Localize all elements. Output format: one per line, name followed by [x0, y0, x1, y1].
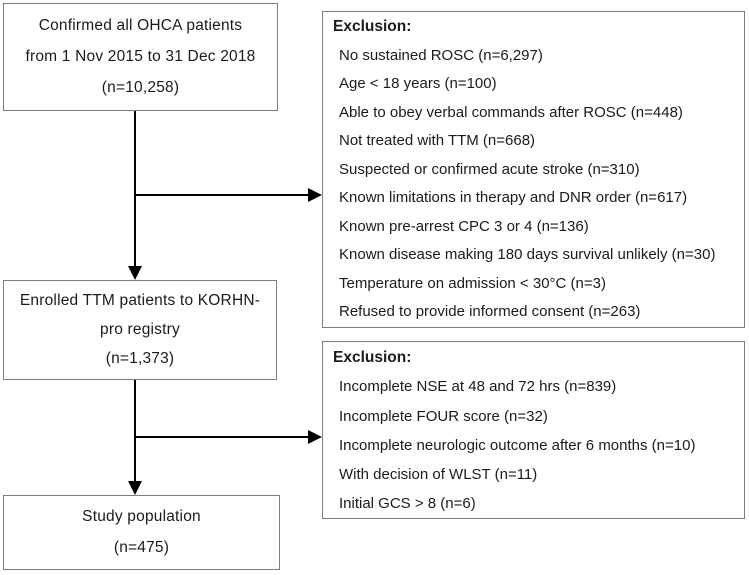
exclusion-item: With decision of WLST (n=11): [339, 466, 538, 484]
box-confirmed-ohca-patients: Confirmed all OHCA patients from 1 Nov 2…: [3, 3, 278, 111]
box-line: from 1 Nov 2015 to 31 Dec 2018: [25, 48, 256, 65]
arrow-right-icon: [308, 188, 322, 202]
exclusion-item: Known pre-arrest CPC 3 or 4 (n=136): [339, 217, 589, 235]
exclusion-title: Exclusion:: [333, 18, 412, 35]
box-count: (n=475): [113, 538, 170, 556]
box-line: Enrolled TTM patients to KORHN-: [19, 292, 261, 309]
exclusion-item: Incomplete neurologic outcome after 6 mo…: [339, 436, 696, 454]
arrow-down-icon: [128, 266, 142, 280]
box-line: Study population: [82, 508, 201, 526]
exclusion-item: Not treated with TTM (n=668): [339, 132, 536, 149]
exclusion-box-2: Exclusion: Incomplete NSE at 48 and 72 h…: [322, 341, 745, 519]
arrow-right-icon: [308, 430, 322, 444]
box-study-population: Study population (n=475): [3, 495, 280, 570]
box-count: (n=10,258): [101, 79, 180, 96]
exclusion-item: Known limitations in therapy and DNR ord…: [339, 189, 688, 206]
exclusion-item: Age < 18 years (n=100): [339, 75, 497, 92]
box-enrolled-ttm-patients: Enrolled TTM patients to KORHN- pro regi…: [3, 280, 277, 380]
exclusion-item: Temperature on admission < 30°C (n=3): [339, 274, 606, 292]
box-count: (n=1,373): [105, 350, 175, 367]
box-line: pro registry: [100, 321, 180, 338]
exclusion-item: Able to obey verbal commands after ROSC …: [339, 103, 683, 121]
exclusion-item: Refused to provide informed consent (n=2…: [339, 303, 641, 320]
exclusion-title: Exclusion:: [333, 349, 412, 366]
exclusion-item: Incomplete FOUR score (n=32): [339, 407, 548, 425]
exclusion-item: Initial GCS > 8 (n=6): [339, 495, 476, 513]
exclusion-box-1: Exclusion: No sustained ROSC (n=6,297) A…: [322, 11, 745, 328]
exclusion-item: Known disease making 180 days survival u…: [339, 246, 716, 263]
exclusion-item: Suspected or confirmed acute stroke (n=3…: [339, 160, 640, 178]
exclusion-item: No sustained ROSC (n=6,297): [339, 46, 543, 64]
exclusion-item: Incomplete NSE at 48 and 72 hrs (n=839): [339, 378, 617, 396]
arrow-down-icon: [128, 481, 142, 495]
box-line: Confirmed all OHCA patients: [38, 17, 243, 34]
